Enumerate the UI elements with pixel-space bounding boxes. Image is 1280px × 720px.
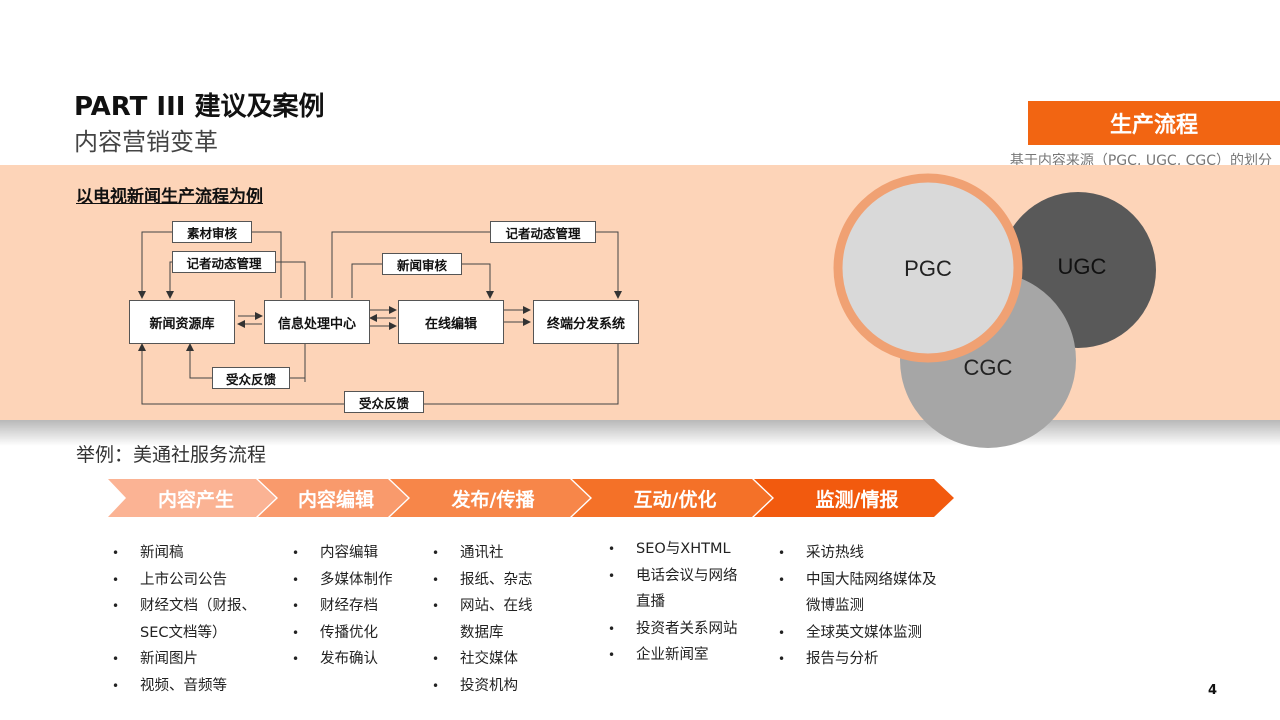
list-item: 视频、音频等 [110,673,256,700]
cgc-label: CGC [964,355,1013,380]
list-item: 电话会议与网络 [606,563,738,590]
page-title: PART III 建议及案例 [74,92,325,122]
node-audience-feedback-small: 受众反馈 [212,367,290,389]
stage-label-4: 互动/优化 [633,488,717,511]
stage-column-4: SEO与XHTML 电话会议与网络 直播 投资者关系网站 企业新闻室 [606,536,738,669]
ugc-label: UGC [1058,254,1107,279]
list-item: 投资者关系网站 [606,616,738,643]
stage-chevron-3 [390,479,590,517]
stage-column-2: 内容编辑 多媒体制作 财经存档 传播优化 发布确认 [290,540,393,673]
band-shadow [0,420,1280,446]
list-item: SEO与XHTML [606,536,738,563]
flow-connectors [138,231,622,405]
stage-chevron-5 [754,479,954,517]
page-subtitle: 内容营销变革 [74,128,218,156]
list-item: 通讯社 [430,540,533,567]
list-item: 新闻图片 [110,646,256,673]
list-item: SEC文档等） [140,624,227,641]
list-item: 社交媒体 [430,646,533,673]
node-reporter-mgmt-right: 记者动态管理 [490,221,596,243]
list-item: 数据库 [460,624,504,641]
list-item: 内容编辑 [290,540,393,567]
node-terminal-distribution: 终端分发系统 [533,300,639,344]
list-item: 多媒体制作 [290,567,393,594]
production-flow-badge: 生产流程 [1028,101,1280,145]
node-reporter-mgmt-left: 记者动态管理 [172,251,276,273]
example-label: 举例：美通社服务流程 [76,444,267,466]
node-online-editor: 在线编辑 [398,300,504,344]
stage-chevron-1 [108,479,276,517]
stage-column-5: 采访热线 中国大陆网络媒体及 微博监测 全球英文媒体监测 报告与分析 [776,540,937,673]
stage-label-1: 内容产生 [157,488,234,511]
list-item: 报告与分析 [776,646,937,673]
list-item: 报纸、杂志 [430,567,533,594]
list-item: 上市公司公告 [110,567,256,594]
stage-column-1: 新闻稿 上市公司公告 财经文档（财报、 SEC文档等） 新闻图片 视频、音频等 [110,540,256,699]
stage-label-3: 发布/传播 [451,488,535,511]
page-number: 4 [1208,683,1218,698]
list-item: 投资机构 [430,673,533,700]
stage-chevron-2 [258,479,408,517]
list-item: 微博监测 [806,598,864,614]
node-news-library: 新闻资源库 [129,300,235,344]
list-item: 中国大陆网络媒体及 [776,567,937,594]
list-item: 采访热线 [776,540,937,567]
content-source-venn: PGC UGC CGC [833,173,1156,448]
list-item: 企业新闻室 [606,642,738,669]
list-item: 网站、在线 [430,593,533,620]
pgc-label: PGC [904,256,952,281]
list-item: 财经存档 [290,593,393,620]
node-news-review: 新闻审核 [382,253,462,275]
node-material-review: 素材审核 [172,221,252,243]
node-audience-feedback-large: 受众反馈 [344,391,424,413]
stage-chevrons [108,479,954,517]
list-item: 传播优化 [290,620,393,647]
stage-label-2: 内容编辑 [297,488,374,511]
stage-label-5: 监测/情报 [815,488,899,511]
list-item: 新闻稿 [110,540,256,567]
node-info-center: 信息处理中心 [264,300,370,344]
flow-title: 以电视新闻生产流程为例 [76,187,263,207]
list-item: 发布确认 [290,646,393,673]
pgc-circle [833,173,1023,363]
stage-chevron-4 [572,479,772,517]
list-item: 财经文档（财报、 [110,593,256,620]
list-item: 直播 [636,594,665,610]
list-item: 全球英文媒体监测 [776,620,937,647]
stage-column-3: 通讯社 报纸、杂志 网站、在线 数据库 社交媒体 投资机构 [430,540,533,699]
